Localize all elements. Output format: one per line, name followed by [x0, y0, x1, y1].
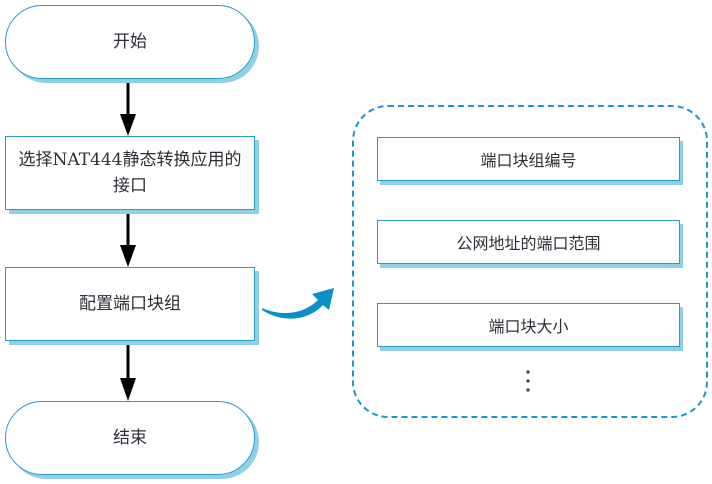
curved-arrow-icon [262, 288, 334, 319]
configure-port-block-group-label: 配置端口块组 [79, 294, 181, 314]
port-block-group-id-label: 端口块组编号 [480, 151, 577, 170]
public-address-port-range-item: 公网地址的端口范围 [377, 220, 680, 264]
select-interface-label: 选择NAT444静态转换应用的接口 [18, 150, 242, 196]
port-block-group-id-item: 端口块组编号 [377, 137, 680, 181]
end-label: 结束 [113, 428, 147, 448]
configure-port-block-group-step: 配置端口块组 [5, 267, 255, 341]
port-block-size-item: 端口块大小 [377, 303, 680, 347]
port-block-size-label: 端口块大小 [488, 317, 569, 336]
ellipsis-icon [526, 370, 530, 392]
select-interface-step: 选择NAT444静态转换应用的接口 [5, 136, 255, 210]
end-node: 结束 [5, 401, 255, 475]
port-block-group-container [352, 105, 708, 418]
start-label: 开始 [113, 32, 147, 52]
public-address-port-range-label: 公网地址的端口范围 [456, 234, 601, 253]
flow-arrow-start-to-step1 [120, 80, 136, 136]
flow-arrow-step2-to-end [120, 342, 136, 401]
start-node: 开始 [5, 5, 255, 79]
flow-arrow-step1-to-step2 [120, 211, 136, 267]
